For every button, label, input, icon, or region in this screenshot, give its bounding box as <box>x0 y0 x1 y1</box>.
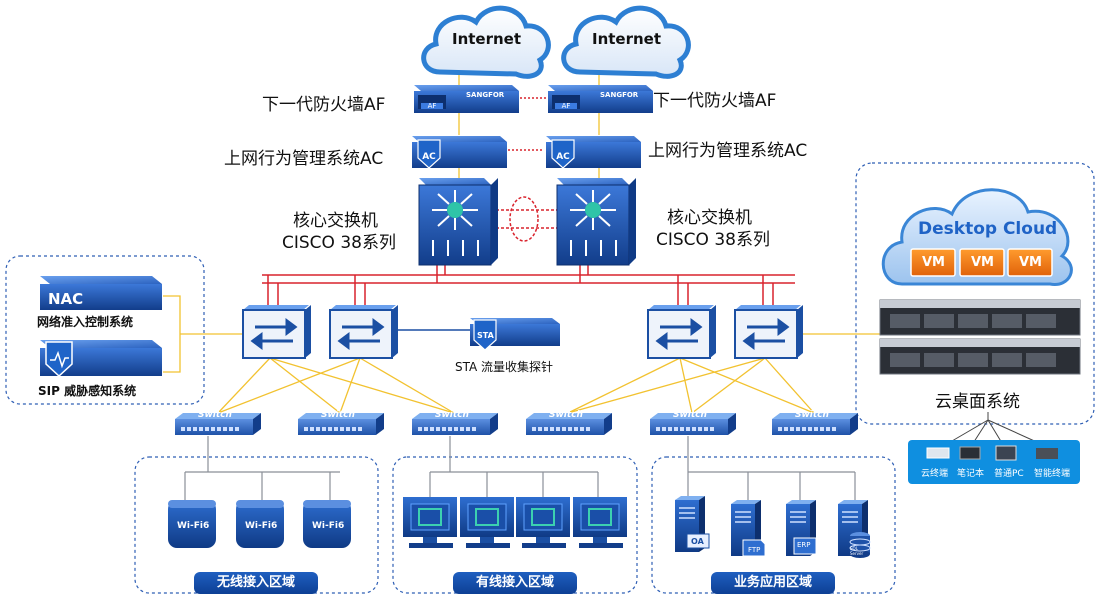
vm-label-1: VM <box>922 255 945 270</box>
svg-text:AF: AF <box>428 102 437 110</box>
desktop-cloud-title: Desktop Cloud <box>918 219 1058 239</box>
wifi-label-1: Wi-Fi6 <box>177 521 210 531</box>
server-label-erp: ERP <box>797 541 811 549</box>
ac-label-left: 上网行为管理系统AC <box>224 149 384 169</box>
wired-zone-label: 有线接入区域 <box>453 572 577 594</box>
terminal-label-1: 云终端 <box>921 469 949 479</box>
access-switch-label-6: Switch <box>795 410 829 420</box>
firewall-label-left: 下一代防火墙AF <box>262 95 386 115</box>
sta-label: STA 流量收集探针 <box>455 360 554 374</box>
distribution-switches <box>242 305 803 359</box>
core-switch-left <box>418 178 498 266</box>
sta-probe-device <box>470 318 560 351</box>
sip-device <box>40 340 162 378</box>
sta-badge: STA <box>477 331 494 340</box>
ac-device-right: AC <box>546 136 641 169</box>
core-switch-right <box>556 178 636 266</box>
internet-label-right: Internet <box>592 30 662 48</box>
security-zone-box <box>5 255 205 405</box>
server-label-ftp: FTP <box>748 546 761 554</box>
svg-text:AC: AC <box>422 152 436 162</box>
firewall-brand-right: SANGFOR <box>600 91 639 99</box>
svg-text:AF: AF <box>562 102 571 110</box>
rack-servers <box>879 299 1081 375</box>
nac-label: 网络准入控制系统 <box>37 315 134 329</box>
wired-pc-group <box>403 497 627 548</box>
core-label-right-line1: 核心交换机 <box>667 208 752 228</box>
access-switches <box>175 413 858 435</box>
wifi-label-2: Wi-Fi6 <box>245 521 278 531</box>
sip-label: SIP 威胁感知系统 <box>38 384 137 398</box>
vm-label-2: VM <box>971 255 994 270</box>
ac-device-left: AC <box>412 136 507 169</box>
wifi-label-3: Wi-Fi6 <box>312 521 345 531</box>
internet-label-left: Internet <box>452 30 522 48</box>
terminal-label-4: 智能终端 <box>1034 469 1071 479</box>
internet-cloud-right <box>561 5 691 79</box>
ac-label-right: 上网行为管理系统AC <box>648 141 808 161</box>
core-label-left-line2: CISCO 38系列 <box>282 233 396 253</box>
svg-text:AC: AC <box>556 152 570 162</box>
terminal-label-2: 笔记本 <box>957 469 985 479</box>
access-switch-label-1: Switch <box>198 410 232 420</box>
core-label-left-line1: 核心交换机 <box>293 211 378 231</box>
nac-title: NAC <box>48 290 84 308</box>
red-links <box>262 97 795 310</box>
access-switch-label-2: Switch <box>321 410 355 420</box>
server-label-sql: SQL Server <box>850 546 864 556</box>
core-label-right-line2: CISCO 38系列 <box>656 230 770 250</box>
business-zone-label: 业务应用区域 <box>711 572 835 594</box>
internet-cloud-left <box>421 5 551 79</box>
firewall-label-right: 下一代防火墙AF <box>653 91 777 111</box>
cloud-desktop-system-label: 云桌面系统 <box>935 392 1020 412</box>
firewall-left: AF <box>414 85 519 113</box>
access-switch-label-3: Switch <box>435 410 469 420</box>
server-group <box>675 496 871 558</box>
access-switch-label-4: Switch <box>549 410 583 420</box>
vm-boxes <box>910 248 1053 277</box>
firewall-right: AF <box>548 85 653 113</box>
cloud-zone-box <box>855 162 1095 425</box>
server-label-oa: OA <box>691 537 704 546</box>
nac-device <box>40 276 162 310</box>
firewall-brand-left: SANGFOR <box>466 91 505 99</box>
zone-links <box>184 436 856 500</box>
terminal-box <box>908 412 1080 484</box>
terminal-label-3: 普通PC <box>994 469 1024 479</box>
wifi-ap-group <box>168 500 351 548</box>
access-switch-label-5: Switch <box>673 410 707 420</box>
vm-label-3: VM <box>1019 255 1042 270</box>
yellow-links <box>163 75 880 414</box>
wireless-zone-label: 无线接入区域 <box>194 572 318 594</box>
